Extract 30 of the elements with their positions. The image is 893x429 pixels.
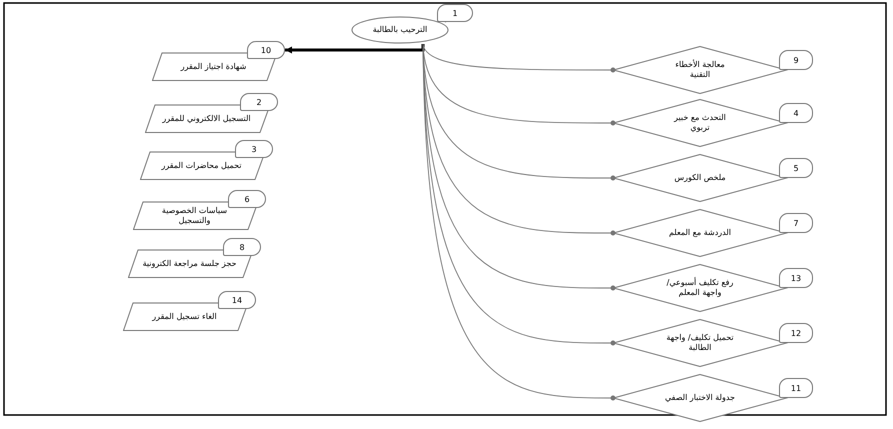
node-label: ملخص الكورس <box>673 172 727 184</box>
node-label: شهادة اجتياز المقرر <box>179 61 248 73</box>
connector <box>285 44 424 54</box>
connector <box>422 44 616 72</box>
node-label: معالجة الأخطاء التقنية <box>674 58 726 81</box>
number-bubble: 6 <box>228 190 266 208</box>
node-label: التسجيل الالكتروني للمقرر <box>161 113 252 125</box>
number-bubble: 9 <box>779 50 813 70</box>
number-bubble: 10 <box>247 41 285 59</box>
node-label: حجز جلسة مراجعة الكترونية <box>142 258 237 270</box>
node-label: الترحيب بالطالبة <box>372 24 428 36</box>
number-bubble: 11 <box>779 378 813 398</box>
node-label: جدولة الاختبار الصفي <box>664 392 736 404</box>
node-label: تحميل محاضرات المقرر <box>160 160 243 172</box>
number-bubble: 3 <box>235 140 273 158</box>
number-bubble: 5 <box>779 158 813 178</box>
number-bubble: 13 <box>779 268 813 288</box>
number-bubble: 12 <box>779 323 813 343</box>
node-label: الدردشة مع المعلم <box>668 227 732 239</box>
number-bubble: 4 <box>779 103 813 123</box>
node-label: رفع تكليف أسبوعي/ واجهة المعلم <box>666 276 734 299</box>
node-label: التحدث مع خبير تربوي <box>672 112 727 134</box>
number-bubble: 7 <box>779 213 813 233</box>
number-bubble: 14 <box>218 291 256 309</box>
node-label: الغاء تسجيل المقرر <box>150 311 218 323</box>
number-bubble: 2 <box>240 93 278 111</box>
node-label: سياسات الخصوصية والتسجيل <box>160 205 228 227</box>
number-bubble: 8 <box>223 238 261 256</box>
node-label: تحميل تكليف/ واجهة الطالبة <box>665 332 735 354</box>
number-bubble: 1 <box>437 4 473 22</box>
